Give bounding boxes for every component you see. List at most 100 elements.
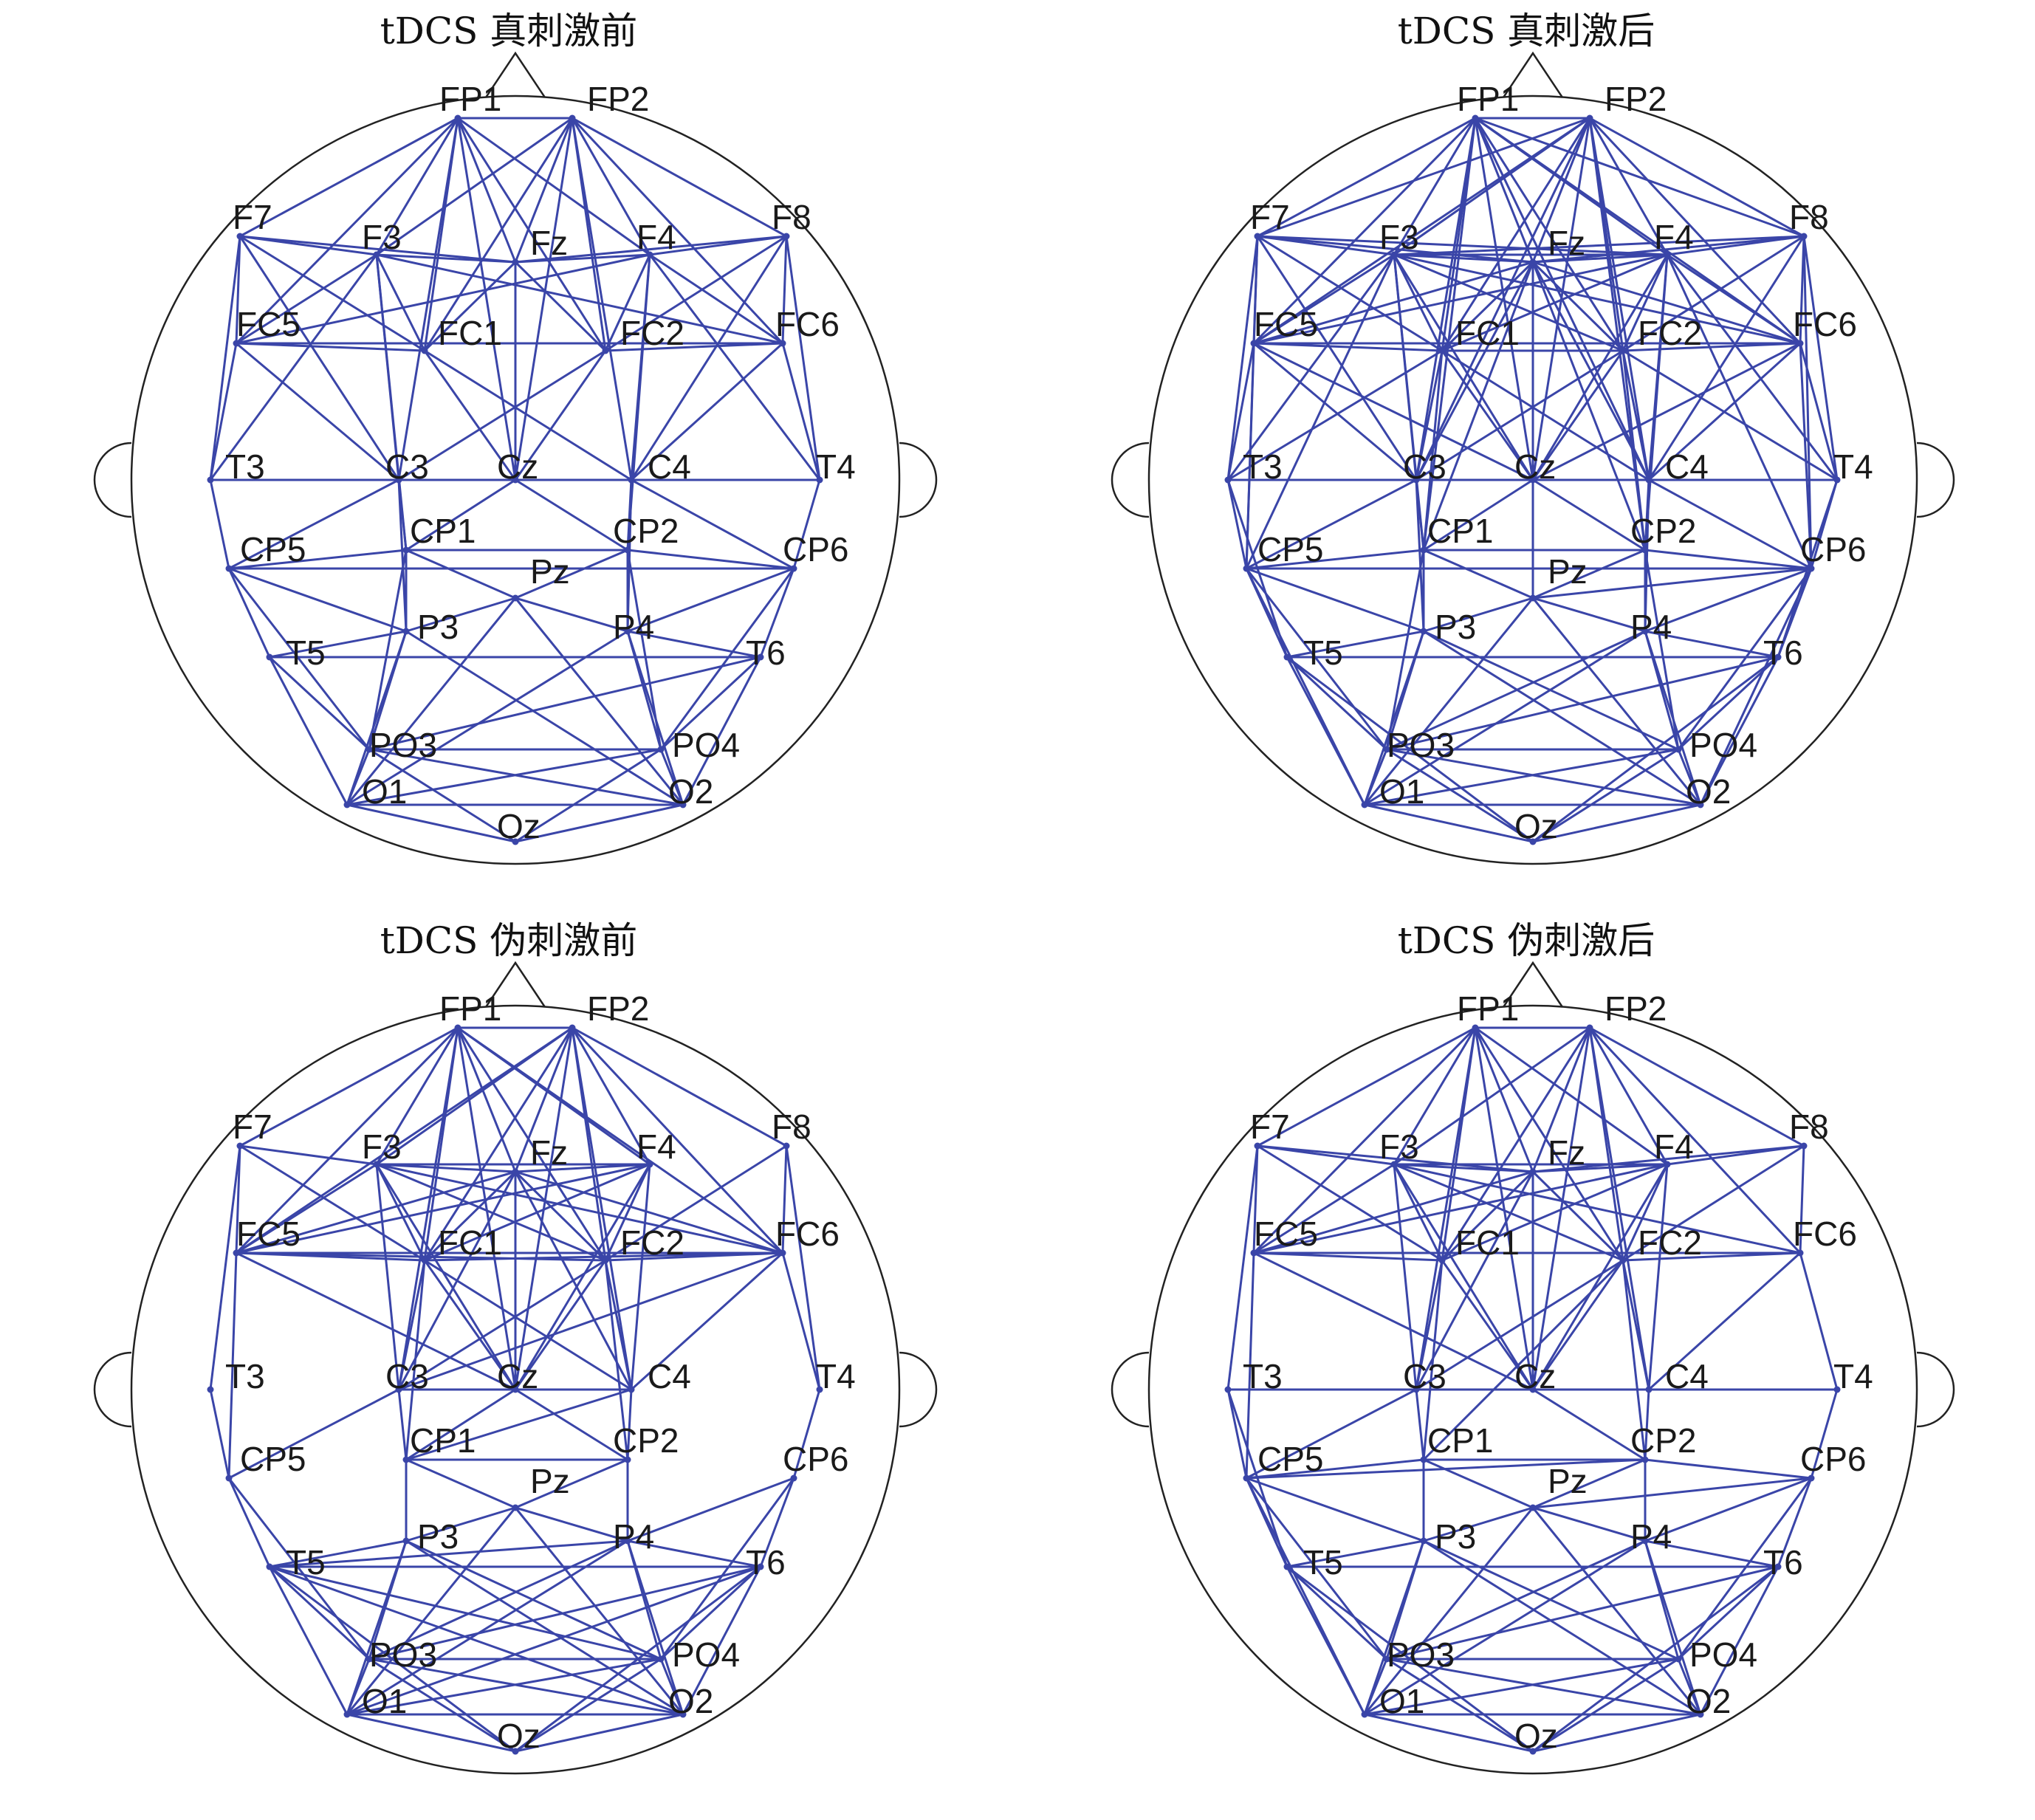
- edge-F8-Fz: [1532, 235, 1805, 264]
- edge-F4-Cz: [514, 1164, 651, 1390]
- electrode-node-FC2: [1619, 347, 1627, 354]
- edge-CP6-P4: [1644, 567, 1812, 633]
- electrode-label-T3: T3: [225, 447, 265, 486]
- electrode-label-FC2: FC2: [620, 314, 684, 352]
- edge-P3-O2: [405, 1539, 684, 1716]
- edge-FC6-T4: [781, 1252, 821, 1390]
- edge-P4-O2: [1644, 631, 1702, 806]
- edge-F8-T4: [1802, 236, 1839, 481]
- edge-T6-O2: [682, 656, 762, 806]
- electrode-nodes: [207, 1024, 823, 1755]
- right-ear-shape: [899, 1351, 938, 1428]
- edge-F4-FC2: [604, 1164, 651, 1261]
- edge-PO4-O1: [346, 748, 662, 806]
- edge-FP1-FC6: [1475, 117, 1801, 345]
- edge-FC6-FC2: [605, 342, 783, 352]
- electrode-label-T4: T4: [1833, 1357, 1873, 1395]
- electrode-node-CP2: [1641, 1456, 1649, 1463]
- electrode-label-CP2: CP2: [613, 1421, 679, 1460]
- edge-F3-T3: [1226, 254, 1396, 481]
- edge-FC6-Cz: [1532, 342, 1801, 481]
- electrode-label-Fz: Fz: [530, 1133, 568, 1172]
- edge-CP6-T6: [1777, 1477, 1813, 1567]
- electrode-node-FC1: [421, 347, 428, 354]
- electrode-node-CP6: [1808, 565, 1815, 572]
- electrode-label-F3: F3: [1379, 1127, 1419, 1166]
- electrode-node-FC6: [779, 1249, 786, 1257]
- edge-FC6-FC2: [1622, 1251, 1801, 1262]
- edge-Fz-C3: [1415, 1171, 1534, 1390]
- electrode-node-C3: [395, 1386, 402, 1393]
- electrode-label-CP1: CP1: [410, 1421, 476, 1460]
- electrode-node-C3: [1413, 476, 1420, 484]
- electrode-node-P4: [624, 628, 631, 635]
- electrode-node-PO4: [657, 1655, 665, 1663]
- edge-F8-C4: [630, 236, 788, 481]
- edge-T6-PO3: [1386, 656, 1779, 751]
- edge-Fz-FC1: [1441, 1170, 1534, 1262]
- electrode-node-FC6: [779, 340, 786, 347]
- edge-FP1-F7: [1257, 1026, 1476, 1147]
- electrode-node-F4: [1664, 1161, 1671, 1168]
- edge-FP2-F8: [572, 1026, 787, 1147]
- electrode-node-Oz: [512, 838, 519, 845]
- electrode-node-C4: [628, 1386, 635, 1393]
- electrode-label-CP2: CP2: [613, 512, 679, 550]
- electrode-label-F4: F4: [636, 218, 676, 256]
- edge-C3-CP1: [397, 1389, 408, 1460]
- edge-FP1-F7: [1257, 117, 1476, 238]
- edge-FP2-Fz: [1531, 1027, 1591, 1172]
- electrode-node-CP1: [1420, 546, 1427, 554]
- edge-FP1-Cz: [456, 117, 517, 481]
- edge-PO3-Oz: [368, 748, 516, 843]
- edge-FP2-C4: [571, 117, 633, 481]
- edge-FP2-FC1: [423, 1027, 574, 1261]
- edge-P3-T5: [269, 1539, 407, 1568]
- edge-FC1-C4: [424, 1259, 632, 1391]
- electrode-node-O1: [343, 1711, 351, 1718]
- edge-FC2-C4: [1622, 1260, 1650, 1390]
- electrode-label-FP2: FP2: [1605, 80, 1667, 118]
- edge-P3-T5: [1286, 1539, 1424, 1568]
- electrode-node-FC1: [1438, 347, 1446, 354]
- edge-O1-Oz: [1364, 1713, 1534, 1753]
- edge-PO4-O2: [659, 1658, 684, 1715]
- electrode-node-T3: [207, 476, 214, 484]
- edge-F3-C3: [375, 1164, 400, 1390]
- edge-PO3-O1: [346, 749, 371, 806]
- electrode-label-FC2: FC2: [1638, 314, 1702, 352]
- edge-F8-CP6: [1802, 236, 1813, 569]
- electrode-label-Pz: Pz: [1548, 552, 1588, 591]
- edge-F3-FC6: [376, 253, 783, 345]
- edge-F4-C4: [630, 1164, 651, 1390]
- edge-F4-FC6: [649, 253, 783, 345]
- edge-Pz-P3: [1423, 1506, 1534, 1542]
- edge-F4-Cz: [1531, 1164, 1669, 1390]
- electrode-node-FC5: [1250, 340, 1257, 347]
- edge-PO3-O1: [346, 1658, 371, 1715]
- edge-FP1-F4: [457, 117, 651, 256]
- electrode-label-T6: T6: [746, 1543, 786, 1582]
- edge-P3-T5: [1286, 630, 1424, 659]
- edge-Cz-CP2: [1532, 1388, 1646, 1461]
- edge-PO3-O2: [1386, 748, 1701, 806]
- edge-FP1-Fz: [456, 1027, 517, 1172]
- edge-O2-Oz: [515, 803, 684, 843]
- electrode-label-FC2: FC2: [1638, 1223, 1702, 1262]
- edge-FC6-FC1: [424, 1251, 783, 1262]
- edge-FC5-FC1: [1253, 342, 1443, 352]
- edge-F7-C3: [238, 236, 400, 481]
- electrode-label-T5: T5: [1303, 1543, 1343, 1582]
- electrode-node-Oz: [1529, 838, 1537, 845]
- electrode-label-Cz: Cz: [1514, 1357, 1556, 1395]
- electrode-label-P3: P3: [1435, 1517, 1476, 1556]
- electrode-label-F7: F7: [1250, 198, 1290, 236]
- electrode-node-T6: [757, 1563, 764, 1570]
- electrode-label-CP5: CP5: [1257, 1440, 1323, 1478]
- edge-Cz-CP2: [1532, 478, 1646, 552]
- edge-PO3-O2: [1386, 1658, 1701, 1716]
- electrode-label-F8: F8: [772, 198, 811, 236]
- edge-FC2-CP2: [604, 1260, 629, 1460]
- electrode-label-CP2: CP2: [1630, 1421, 1696, 1460]
- edge-FC2-Cz: [514, 1260, 607, 1390]
